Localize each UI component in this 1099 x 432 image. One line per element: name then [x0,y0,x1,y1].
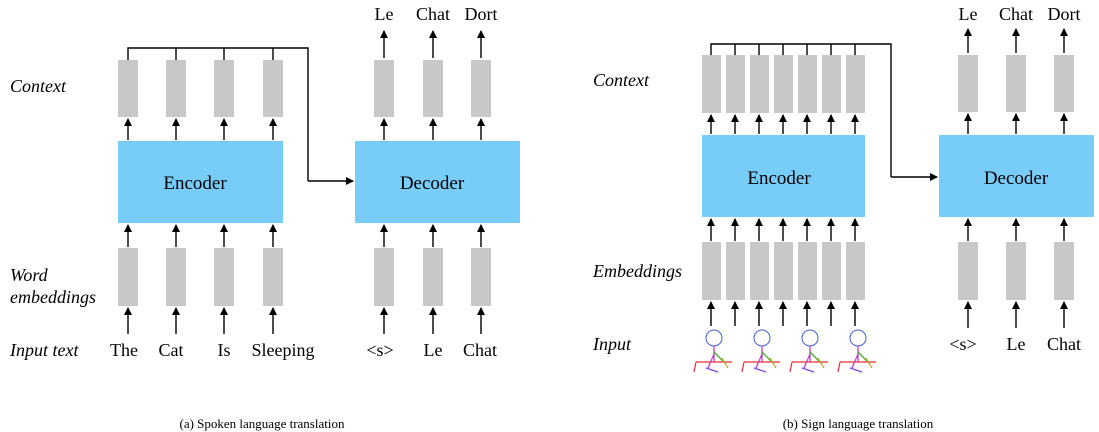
decoder-block [355,141,520,223]
word-embedding-vector [118,248,138,306]
decoder-context-vector [958,55,978,112]
word-embedding-vector [263,248,283,306]
output-word: Dort [1048,4,1081,24]
row-label-embeddings: embeddings [10,287,96,307]
encoder-label: Encoder [747,168,811,189]
row-label-input-text: Input text [9,340,79,360]
pose-input-arrows [707,301,859,326]
decoder-input-word: Chat [463,340,497,360]
encoder-block [702,135,865,217]
panel-b: Context Embeddings Input [592,4,1094,431]
row-label-word: Word [10,265,49,285]
decoder-embedding-vector [958,242,978,300]
input-word: Sleeping [252,340,315,360]
caption-b: (b) Sign language translation [783,416,934,431]
output-word: Chat [416,4,450,24]
embedding-vector [726,242,745,300]
embedding-vector [702,242,721,300]
decoder-input-word: Chat [1047,334,1081,354]
pose-figure-icon [837,329,876,373]
decoder-embedding-vector [374,248,394,306]
word-embedding-vector [166,248,186,306]
input-word: Is [218,340,231,360]
output-word: Chat [999,4,1033,24]
decoder-embedding-vector [423,248,443,306]
row-label-embeddings: Embeddings [592,261,682,281]
embedding-vector [822,242,841,300]
decoder-context-vector [423,60,443,117]
row-label-context: Context [10,76,67,96]
decoder-embedding-vector [471,248,491,306]
decoder-input-word: <s> [949,334,976,354]
output-word: Dort [465,4,498,24]
decoder-embedding-vector [1054,242,1074,300]
word-embedding-vector [214,248,234,306]
context-vector [822,55,841,113]
decoder-context-vector [1054,55,1074,112]
decoder-input-word: Le [424,340,443,360]
encoder-input-arrows [707,218,859,241]
decoder-context-vector [471,60,491,117]
context-vector [750,55,769,113]
row-label-input: Input [592,334,632,354]
decoder-input-word: Le [1007,334,1026,354]
context-vector [726,55,745,113]
caption-a: (a) Spoken language translation [180,416,345,431]
embedding-vector [846,242,865,300]
pose-figure-icon [693,329,732,373]
output-word: Le [959,4,978,24]
pose-figure-icon [741,329,780,373]
context-vector [263,60,283,117]
context-vector [774,55,793,113]
context-bus [710,43,892,177]
embedding-vector [774,242,793,300]
context-vector [702,55,721,113]
decoder-embedding-vector [1006,242,1026,300]
encoder-output-arrows [707,114,859,134]
row-label-context: Context [593,70,650,90]
decoder-label: Decoder [400,173,465,194]
context-vector [798,55,817,113]
context-vector [118,60,138,117]
pose-figure-icon [789,329,828,373]
context-bus [127,47,309,181]
embedding-vector [750,242,769,300]
encoder-block [118,141,283,223]
encoder-label: Encoder [163,173,227,194]
context-vector [846,55,865,113]
input-word: Cat [159,340,184,360]
panel-a: Context Word embeddings Input text Encod… [9,4,520,431]
decoder-block [939,135,1094,217]
decoder-label: Decoder [984,168,1049,189]
decoder-context-vector [374,60,394,117]
input-word: The [110,340,138,360]
context-vector [214,60,234,117]
output-word: Le [375,4,394,24]
embedding-vector [798,242,817,300]
decoder-context-vector [1006,55,1026,112]
decoder-input-word: <s> [366,340,393,360]
context-vector [166,60,186,117]
